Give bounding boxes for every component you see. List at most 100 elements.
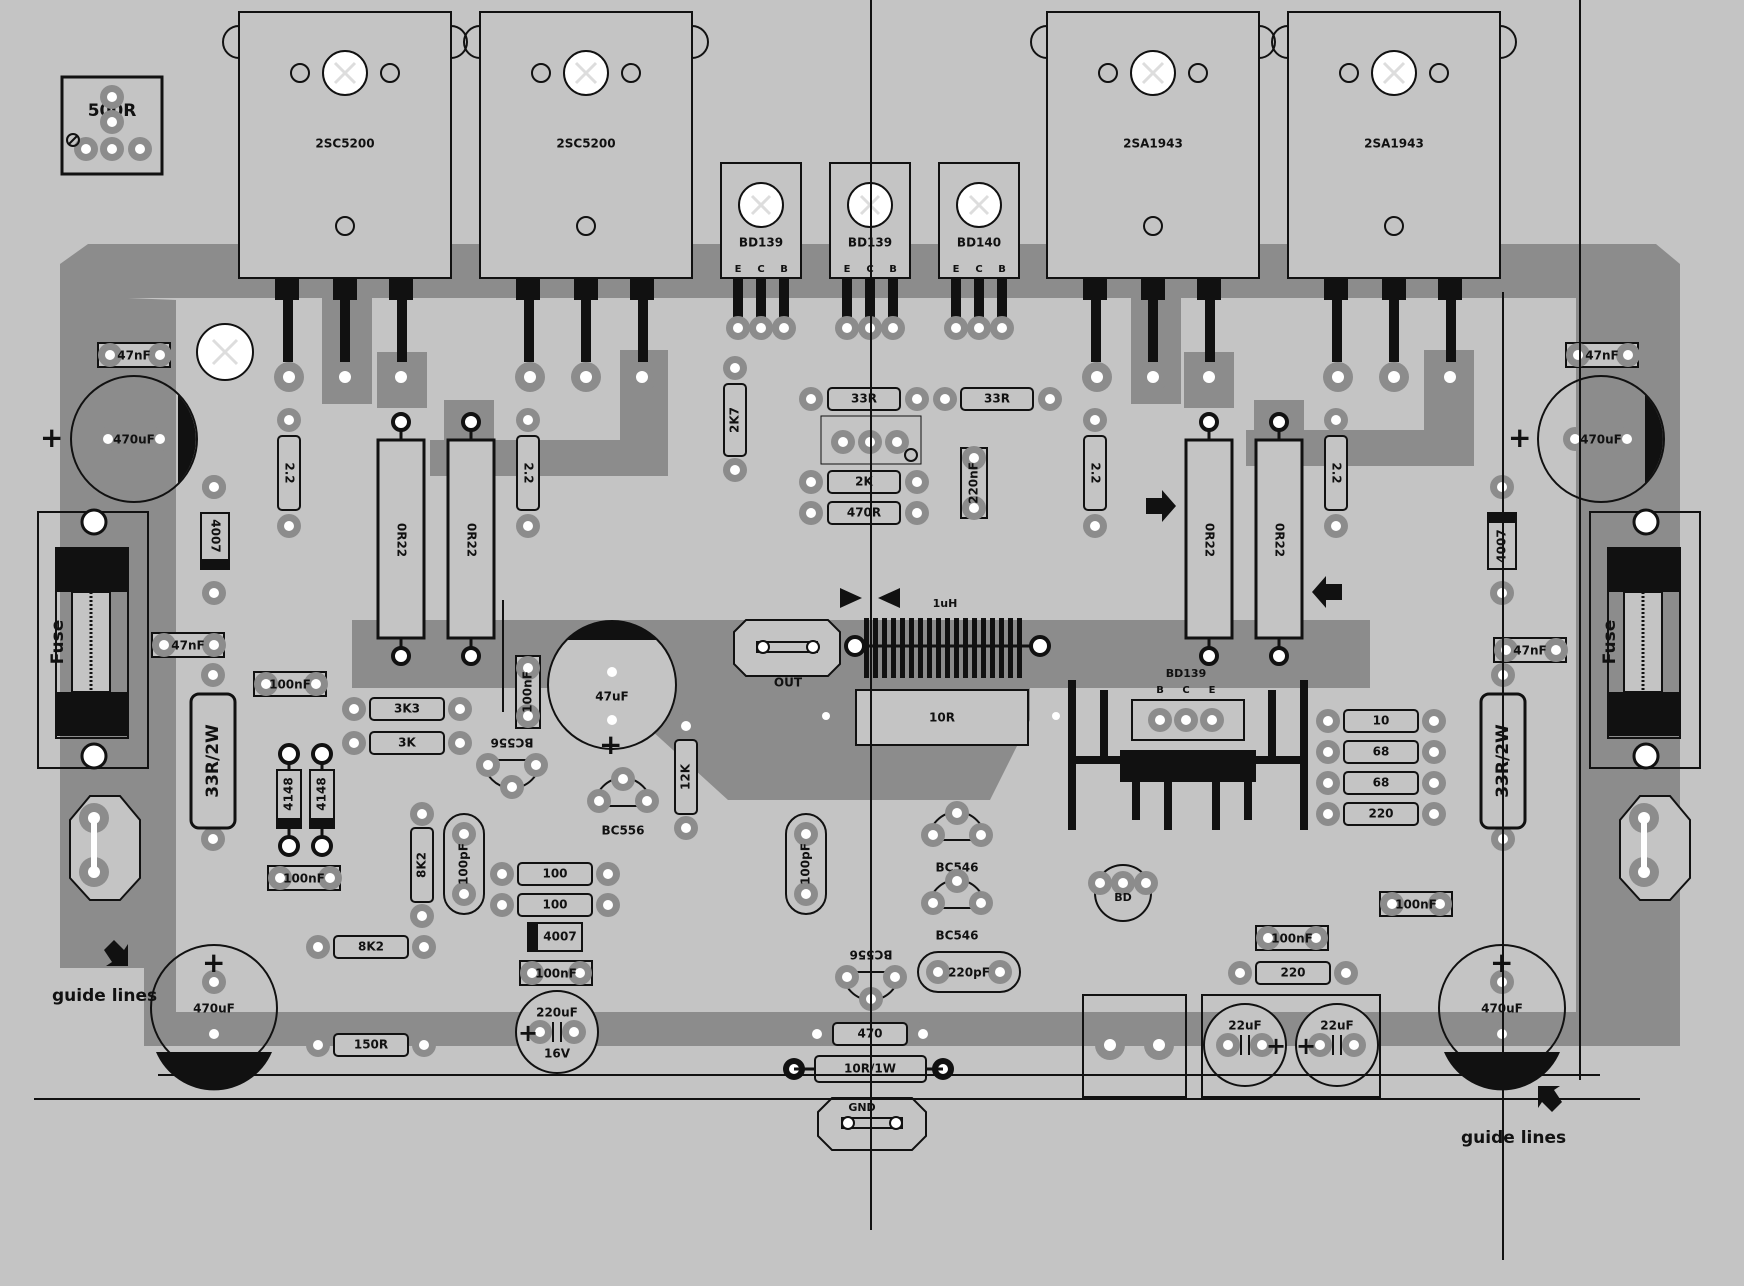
resistor-2k: 2K (799, 470, 929, 494)
cap-220uf-16v: 220uF 16V + (515, 990, 599, 1074)
fuse-right: Fuse (1589, 508, 1701, 770)
cap-47nf-right-top: 47nF (1565, 342, 1640, 368)
plus-sign-6: + (518, 1019, 538, 1047)
c-100nf-c-label: 100nF (535, 967, 577, 981)
cap-100nf-a: 100nF (253, 671, 328, 697)
transistor-bd-sensor: BD (1088, 864, 1158, 922)
diode-4148-a: 4148 (276, 743, 302, 857)
electrolytic-47uf: 47uF + (547, 620, 677, 761)
cap-220nf: 220nF (960, 446, 988, 520)
r-3k3-label: 3K3 (394, 702, 420, 716)
q3-label: 2SA1943 (1123, 137, 1183, 151)
c-220uf-voltage: 16V (544, 1047, 571, 1061)
r-68-a-label: 68 (1373, 745, 1390, 759)
c-220uf-label: 220uF (536, 1006, 578, 1020)
cap-47nf-left-top: 47nF (97, 342, 172, 368)
r-33r2w-left-label: 33R/2W (203, 724, 223, 798)
driver-transistor-3: BD140 E C B (938, 162, 1020, 322)
power-transistor-q4: 2SA1943 (1271, 11, 1517, 362)
bias-heatsink (1068, 680, 1308, 830)
plus-sign-7: + (1266, 1032, 1286, 1060)
emitter-resistor-1: 0R22 (376, 412, 426, 666)
resistor-8k2-horizontal: 8K2 (306, 935, 436, 959)
r-100-b-label: 100 (542, 898, 567, 912)
transistor-bc556-a: BC556 (476, 736, 548, 799)
transistor-bc546-b: BC546 (921, 869, 993, 943)
gnd-label: GND (848, 1101, 875, 1114)
bias-pin-b: B (1156, 685, 1164, 696)
t-bc556-b-label: BC556 (601, 824, 644, 838)
driver-1-pin-e: E (735, 264, 742, 275)
r-100-a-label: 100 (542, 867, 567, 881)
input-connector (1082, 994, 1187, 1098)
resistor-8k2-vertical: 8K2 (410, 802, 434, 928)
bias-pin-c: C (1182, 685, 1189, 696)
plus-sign-8: + (1296, 1032, 1316, 1060)
r-2-2-d-label: 2.2 (1330, 462, 1344, 483)
driver-3-pin-c: C (975, 264, 982, 275)
input-cap-frame (1201, 994, 1381, 1098)
q2-label: 2SC5200 (556, 137, 615, 151)
inductor-1uh: 1uH (844, 597, 1051, 678)
plus-sign-3: + (202, 946, 225, 979)
cap-22uf-a: 22uF + (1203, 1003, 1287, 1087)
cap-100nf-vertical: 100nF (515, 655, 541, 729)
c-47nf-1-label: 47nF (117, 349, 150, 363)
plus-sign-4: + (1490, 946, 1513, 979)
d-4148-a-label: 4148 (282, 777, 296, 810)
driver-3-label: BD140 (957, 236, 1001, 250)
r-0r22-3-label: 0R22 (1203, 523, 1217, 557)
c-220pf-label: 220pF (948, 966, 990, 980)
resistor-column-right: 10 68 68 220 (1316, 709, 1446, 826)
resistor-2k7: 2K7 (723, 356, 747, 482)
c-470uf-3-label: 470uF (193, 1002, 235, 1016)
resistor-100-a: 100 (490, 862, 620, 886)
r-10r-label: 10R (929, 711, 955, 725)
bias-transistor-bd139: BD139 B C E (1131, 667, 1245, 741)
c-100nf-a-label: 100nF (269, 678, 311, 692)
c-47nf-3-label: 47nF (171, 639, 204, 653)
r-33r-a-label: 33R (851, 392, 877, 406)
electrolytic-470uf-left-top: 470uF + (40, 375, 198, 503)
r-0r22-4-label: 0R22 (1273, 523, 1287, 557)
trimmer-500r: 500R (60, 75, 164, 176)
d-4007-c-label: 4007 (543, 930, 576, 944)
c-470uf-1-label: 470uF (113, 433, 155, 447)
cap-100nf-b: 100nF (267, 865, 342, 891)
guide-lines-label-right: guide lines (1461, 1128, 1566, 1148)
r-8k2-v-label: 8K2 (415, 852, 429, 878)
power-transistor-q2: 2SC5200 (463, 11, 709, 362)
c-47nf-4-label: 47nF (1513, 644, 1546, 658)
c-100nf-v-label: 100nF (521, 671, 535, 713)
transistor-bc556-b: BC556 (587, 767, 659, 838)
driver-2-pin-e: E (844, 264, 851, 275)
resistor-10r-1w: 10R/1W (783, 1055, 954, 1083)
plus-sign: + (40, 421, 63, 454)
emitter-resistor-4: 0R22 (1254, 412, 1304, 666)
c-47uf-label: 47uF (595, 690, 628, 704)
fuse-left: Fuse (37, 508, 149, 770)
arrow-left-icon (1312, 576, 1342, 608)
t-bc546-a-label: BC546 (935, 861, 978, 875)
r-2k-label: 2K (855, 475, 873, 489)
inductor-label: 1uH (933, 597, 958, 610)
resistor-2-2-d: 2.2 (1324, 408, 1348, 538)
cap-100pf-b: 100pF (785, 813, 827, 915)
diode-4007-a: 4007 (200, 475, 230, 605)
plus-sign-2: + (1508, 421, 1531, 454)
r-68-b-label: 68 (1373, 776, 1390, 790)
power-transistor-q3: 2SA1943 (1030, 11, 1276, 362)
resistor-2-2-b: 2.2 (516, 408, 540, 538)
resistor-33r-2w-left: 33R/2W (189, 663, 237, 851)
transistor-bc546-a: BC546 (921, 801, 993, 875)
guide-lines-label-left: guide lines (52, 986, 157, 1006)
cap-22uf-b: 22uF + (1295, 1003, 1379, 1087)
electrolytic-470uf-right-top: 470uF + (1508, 375, 1665, 503)
resistor-33r-a: 33R (799, 387, 929, 411)
cap-100nf-c: 100nF (519, 960, 593, 986)
cap-100nf-d: 100nF (1379, 891, 1453, 917)
r-2-2-a-label: 2.2 (283, 462, 297, 483)
cap-100pf-a: 100pF (443, 813, 485, 915)
arrow-guide-left-icon (104, 940, 128, 966)
q4-label: 2SA1943 (1364, 137, 1424, 151)
